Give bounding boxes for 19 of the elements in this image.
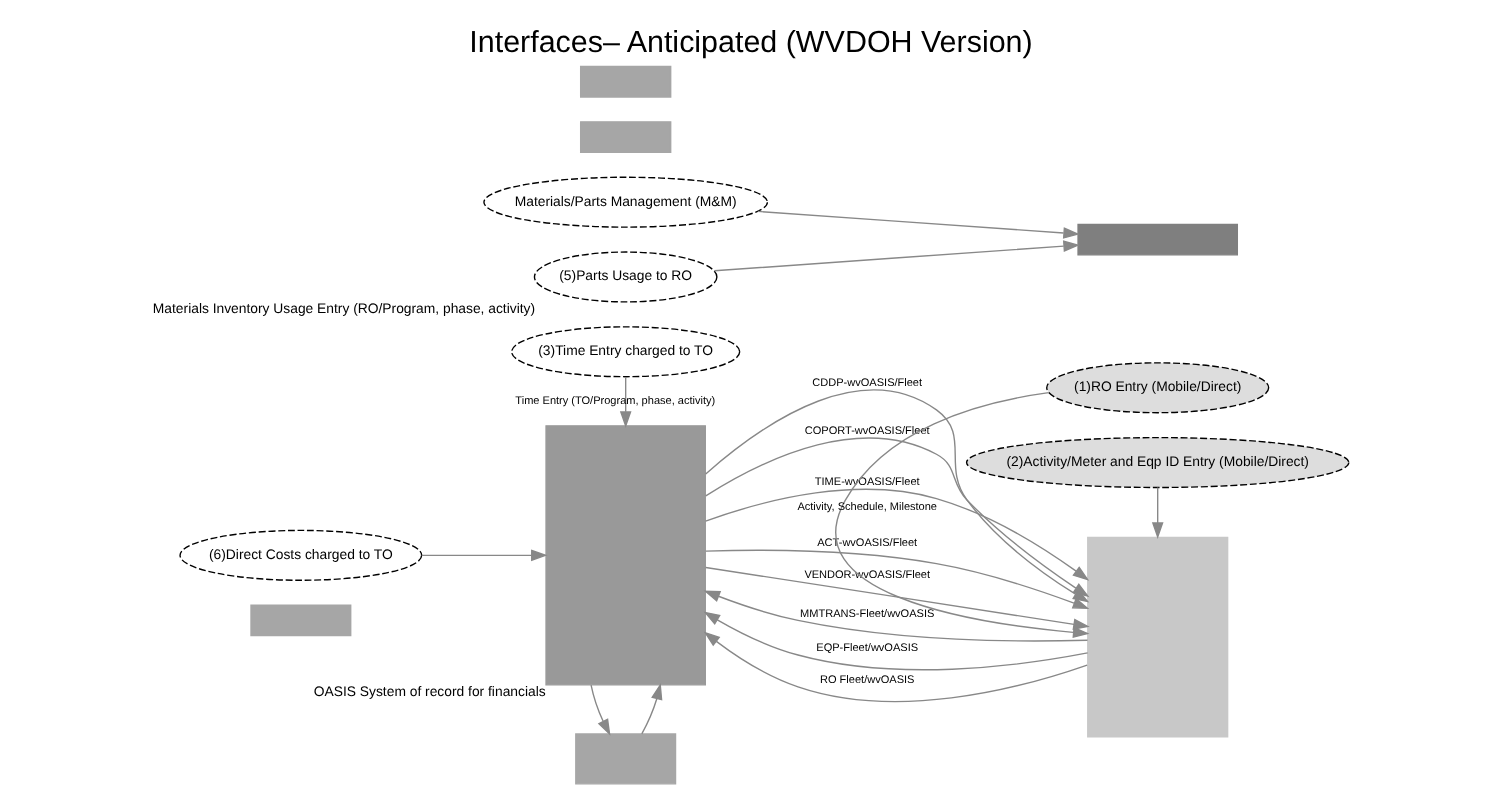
node-box [544, 425, 705, 686]
node-box [578, 65, 671, 98]
arrow [589, 684, 610, 736]
arrow [1150, 486, 1163, 539]
arrow [712, 240, 1079, 272]
arrow [640, 683, 662, 735]
node-box [574, 733, 676, 785]
arrow [704, 437, 1089, 598]
node-box [1086, 536, 1228, 738]
node-box [1076, 223, 1237, 256]
arrow [618, 376, 631, 428]
arrow [703, 488, 1089, 581]
arrow [702, 611, 1088, 671]
arrow [702, 631, 1087, 703]
node-box [249, 604, 351, 637]
node-box [578, 121, 671, 154]
arrow [756, 210, 1079, 239]
arrow [420, 549, 547, 562]
diagram-title: Interfaces– Anticipated (WVDOH Version) [468, 26, 1032, 61]
